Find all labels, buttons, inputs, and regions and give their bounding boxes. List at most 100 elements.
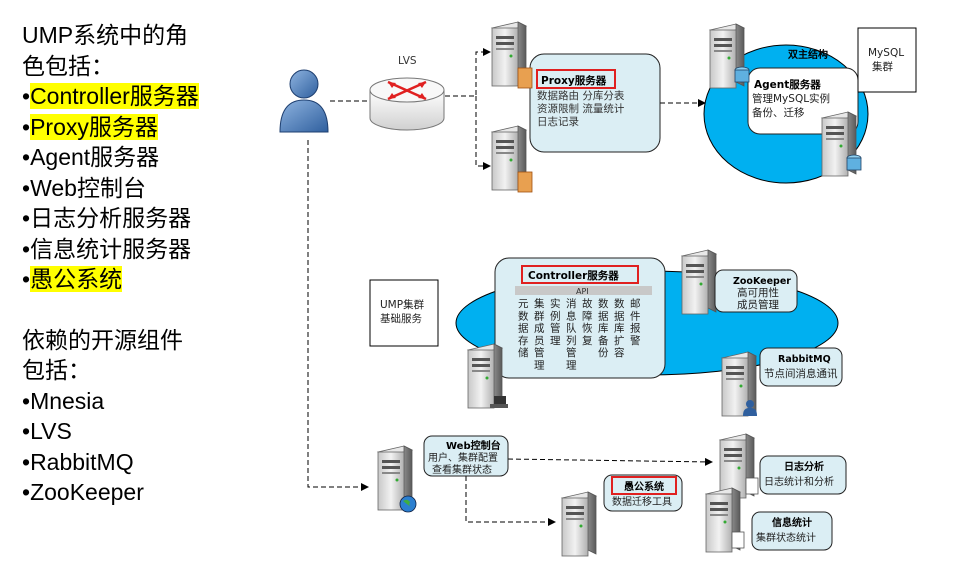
bullet: •: [22, 205, 31, 231]
controller-function-char: 据: [518, 322, 529, 335]
agent-title: Agent服务器: [754, 78, 821, 91]
dependency-label: LVS: [30, 418, 72, 444]
controller-function-char: 员: [534, 335, 545, 347]
connectors: [307, 48, 713, 526]
deps-heading-line2: 包括：: [22, 357, 91, 383]
controller-function-char: 队: [566, 322, 577, 335]
ump-line-1: UMP集群: [380, 298, 425, 311]
controller-function-char: 恢: [582, 322, 593, 335]
roles-heading-line1: UMP系统中的角: [22, 22, 189, 48]
proxy-panel: [529, 53, 661, 153]
deps-heading-line1: 依赖的开源组件: [22, 326, 183, 353]
stats-panel: [751, 511, 833, 551]
roles-list: •Controller服务器•Proxy服务器•Agent服务器•Web控制台•…: [22, 81, 262, 295]
controller-function-char: 实: [550, 297, 561, 310]
lvs-router-icon: [369, 77, 445, 131]
proxy-line-2: 资源限制 流量统计: [537, 102, 625, 115]
bullet: •: [22, 235, 31, 262]
controller-function-char: 份: [598, 347, 609, 359]
proxy-line-3: 日志记录: [537, 115, 579, 128]
rabbitmq-title: RabbitMQ: [778, 354, 831, 365]
yugong-title: 愚公系统: [624, 480, 664, 493]
agent-line-1: 管理MySQL实例: [752, 92, 830, 105]
ump-base-box: [369, 279, 439, 347]
controller-title-highlight: [521, 265, 639, 284]
web-server-icon: [377, 445, 417, 513]
dependency-item: •RabbitMQ: [22, 447, 262, 478]
controller-function-char: 邮: [630, 297, 641, 310]
bullet: •: [22, 387, 31, 414]
agent-line-2: 备份、迁移: [752, 106, 805, 119]
controller-function-char: 息: [566, 309, 577, 322]
zookeeper-panel: [714, 269, 798, 313]
controller-function-char: 报: [630, 322, 641, 335]
controller-function-char: 库: [598, 322, 609, 335]
yugong-line-1: 数据迁移工具: [612, 495, 672, 508]
zookeeper-line-1: 高可用性: [737, 286, 779, 299]
controller-api-bar: [515, 286, 652, 295]
web-line-2: 查看集群状态: [432, 463, 492, 476]
mysql-cluster-box: [857, 27, 917, 93]
web-title: Web控制台: [446, 439, 501, 452]
lvs-label: LVS: [398, 55, 417, 67]
lvs-to-proxy1-line: [445, 48, 491, 97]
controller-function-char: 群: [534, 309, 545, 322]
lvs-to-proxy2-line: [475, 96, 491, 170]
proxy-server-2-icon: [491, 125, 533, 193]
log-title: 日志分析: [784, 460, 824, 473]
controller-function-char: 理: [566, 360, 577, 372]
controller-function-char: 消: [566, 297, 577, 310]
controller-function-char: 警: [630, 334, 641, 347]
controller-server-icon: [467, 343, 508, 409]
controller-function-char: 理: [534, 360, 545, 372]
bullet: •: [22, 83, 31, 109]
bullet: •: [22, 479, 31, 505]
web-to-log-line: [507, 457, 713, 466]
user-to-web-line: [307, 140, 369, 491]
controller-function-char: 元: [518, 298, 529, 310]
controller-function-char: 库: [614, 322, 625, 335]
controller-function-char: 数: [518, 309, 529, 322]
log-line-1: 日志统计和分析: [764, 475, 834, 488]
controller-function-char: 管: [550, 322, 561, 335]
dependency-label: Mnesia: [30, 387, 105, 414]
controller-function-char: 管: [534, 346, 545, 359]
controller-title: Controller服务器: [528, 269, 619, 282]
zookeeper-server-icon: [681, 249, 717, 315]
proxy-server-1-icon: [491, 21, 533, 89]
role-label: Web控制台: [30, 174, 146, 201]
rabbitmq-panel: [759, 347, 843, 387]
dependency-item: •ZooKeeper: [22, 477, 262, 508]
bullet: •: [22, 174, 31, 201]
controller-function-char: 列: [566, 334, 577, 347]
role-item: •Agent服务器: [22, 142, 262, 173]
roles-text-panel: UMP系统中的角 色包括： •Controller服务器•Proxy服务器•Ag…: [22, 20, 262, 508]
controller-function-char: 例: [550, 309, 561, 322]
rabbitmq-server-icon: [721, 351, 757, 417]
proxy-title-highlight: [536, 69, 616, 89]
yugong-server-icon: [561, 491, 597, 557]
rabbitmq-line-1: 节点间消息通讯: [764, 367, 838, 380]
deps-list: •Mnesia•LVS•RabbitMQ•ZooKeeper: [22, 386, 262, 508]
zookeeper-title: ZooKeeper: [733, 276, 791, 287]
dependency-item: •LVS: [22, 416, 262, 447]
log-server-icon: [719, 433, 759, 499]
agent-server-2-icon: [821, 111, 862, 177]
role-item: •Proxy服务器: [22, 112, 262, 143]
agent-server-1-icon: [709, 23, 750, 89]
web-to-yugong-line: [465, 476, 556, 526]
role-item: •Web控制台: [22, 173, 262, 204]
controller-function-char: 数: [598, 297, 609, 310]
stats-title: 信息统计: [772, 516, 812, 529]
controller-function-char: 容: [614, 346, 625, 359]
roles-heading-line2: 色包括：: [22, 52, 114, 79]
proxy-title: Proxy服务器: [541, 74, 607, 87]
mysql-line-1: MySQL: [868, 47, 904, 59]
web-line-1: 用户、集群配置: [428, 451, 498, 464]
role-label: Proxy服务器: [30, 113, 158, 140]
role-label: 愚公系统: [30, 266, 123, 292]
bullet: •: [22, 266, 31, 292]
role-label: 日志分析服务器: [30, 205, 192, 231]
